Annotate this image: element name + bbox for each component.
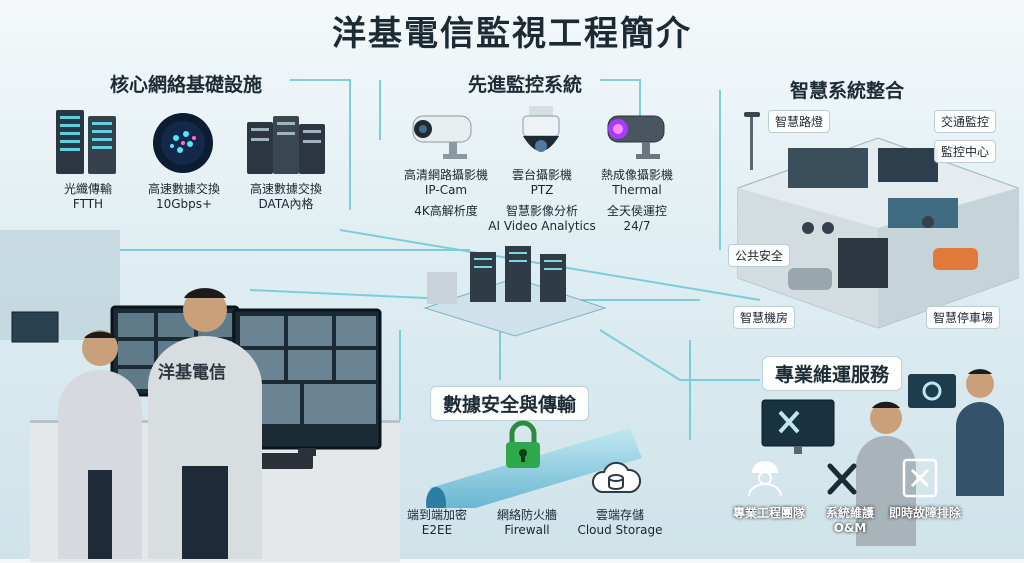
security-item-e2ee: 端到端加密 E2EE bbox=[406, 508, 467, 537]
camera-item-ipcam: 高清網路攝影機 IP-Cam 4K高解析度 bbox=[403, 168, 488, 218]
section-maintenance-title: 專業維運服務 bbox=[762, 356, 903, 391]
ops-monitor-2 bbox=[906, 372, 958, 420]
section-smart-title: 智慧系統整合 bbox=[790, 80, 905, 102]
camera-item-thermal: 熱成像攝影機 Thermal 全天侯運控 24/7 bbox=[600, 168, 673, 233]
cloud-storage-icon bbox=[590, 458, 642, 502]
tag-monitoring-center: 監控中心 bbox=[934, 140, 997, 163]
tag-public-safety: 公共安全 bbox=[728, 244, 791, 267]
tag-smart-server-room: 智慧機房 bbox=[733, 306, 796, 329]
tag-smart-streetlight: 智慧路燈 bbox=[768, 110, 831, 133]
ip-camera-icon bbox=[405, 108, 481, 168]
infra-item-switch: 高速數據交換 10Gbps+ bbox=[147, 182, 220, 211]
section-infrastructure-title: 核心網絡基礎設施 bbox=[110, 74, 263, 96]
lock-icon bbox=[500, 420, 546, 474]
encrypted-pipe-illustration bbox=[420, 418, 650, 519]
infra-item-data: 高速數據交換 DATA內格 bbox=[249, 182, 322, 211]
engineer-figure-far bbox=[950, 366, 1010, 500]
infra-item-fiber: 光纖傳輸 FTTH bbox=[63, 182, 112, 211]
wrench-screwdriver-icon bbox=[822, 458, 864, 502]
data-server-icon bbox=[245, 112, 327, 182]
ptz-camera-icon bbox=[515, 104, 567, 170]
server-rack-icon bbox=[52, 108, 122, 180]
camera-item-ptz: 雲台攝影機 PTZ 智慧影像分析 AI Video Analytics bbox=[488, 168, 596, 233]
tag-smart-parking: 智慧停車場 bbox=[926, 306, 1001, 329]
ops-monitor-illustration bbox=[760, 398, 840, 462]
tag-traffic-monitor: 交通監控 bbox=[934, 110, 997, 133]
central-data-center bbox=[415, 238, 615, 342]
page-title: 洋基電信監視工程簡介 bbox=[332, 14, 692, 54]
thermal-camera-icon bbox=[598, 108, 674, 168]
engineer-figure-left bbox=[50, 320, 150, 563]
security-item-cloud: 雲端存儲 Cloud Storage bbox=[577, 508, 663, 537]
section-security-title: 數據安全與傳輸 bbox=[430, 386, 590, 421]
monitor-main bbox=[232, 308, 382, 462]
background-monitor bbox=[10, 310, 60, 354]
clipboard-x-icon bbox=[900, 456, 940, 502]
smart-city-illustration bbox=[728, 118, 1020, 344]
maint-item-om: 系統維護 O&M bbox=[825, 506, 874, 535]
engineer-figure-right bbox=[846, 396, 926, 550]
fiber-cable-icon bbox=[150, 110, 216, 180]
section-surveillance-title: 先進監控系統 bbox=[468, 74, 583, 96]
engineer-figure-main bbox=[140, 276, 270, 563]
engineer-team-icon bbox=[744, 458, 786, 502]
shirt-print-text: 洋基電信 bbox=[158, 363, 226, 383]
street-light-icon bbox=[742, 110, 762, 174]
maint-item-team: 專業工程團隊 bbox=[732, 506, 805, 520]
security-item-firewall: 網絡防火牆 Firewall bbox=[496, 508, 557, 537]
maint-item-troubleshoot: 即時故障排除 bbox=[888, 506, 961, 520]
